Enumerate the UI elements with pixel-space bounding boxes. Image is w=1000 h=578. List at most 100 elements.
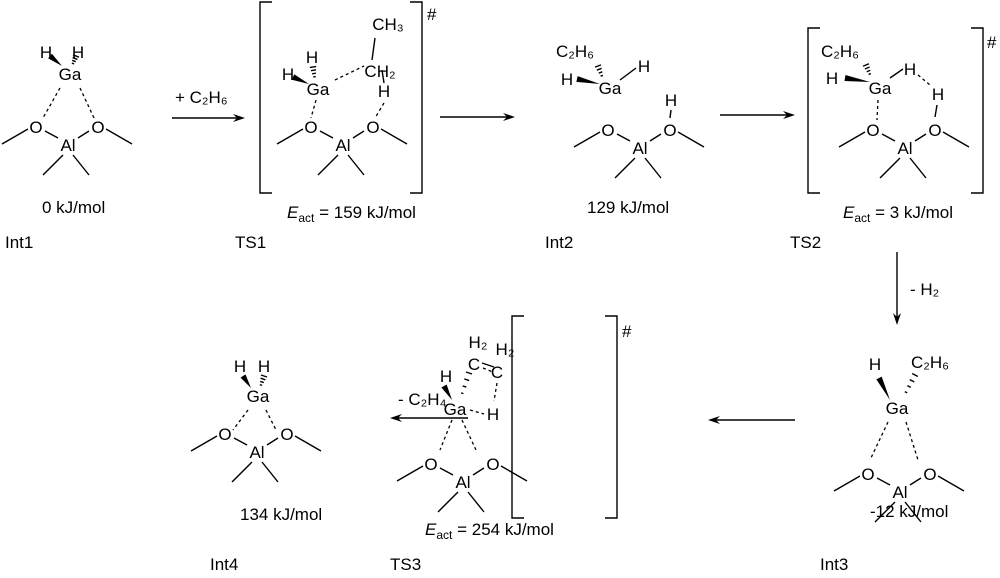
bond [482,367,494,373]
arrow-head [893,313,901,325]
transition-state-mark: # [622,322,632,341]
energy-label: 0 kJ/mol [42,198,105,217]
hydrogen-atom: H [378,82,390,101]
hydrogen-atom: H [869,355,881,374]
bond [72,154,90,176]
bond [874,501,896,523]
hydrogen-atom: H [904,60,916,79]
bond [396,465,424,482]
species-label: TS3 [390,555,421,574]
hash-bond [259,383,263,387]
bond [461,419,477,451]
hash-bond [904,391,908,394]
oxygen-atom: O [923,465,936,484]
oxygen-atom: O [280,425,293,444]
bond [616,133,631,142]
bond [77,130,90,139]
aluminum-atom: Al [335,136,350,155]
aluminum-atom: Al [892,483,907,502]
hydrogen-atom: H [665,91,677,110]
arrow-head [783,111,795,119]
arrow-label: - C₂H₄ [398,390,447,409]
bond [276,128,304,145]
bond [42,154,64,176]
bond [232,409,249,431]
hash-bond [864,66,870,70]
oxygen-atom: O [601,121,614,140]
aluminum-atom: Al [897,139,912,158]
bond [917,74,931,86]
bond [105,128,133,145]
oxygen-atom: O [218,425,231,444]
wedge-bond [576,76,600,84]
bond [905,421,919,461]
bond [261,461,279,483]
bond [909,477,922,486]
oxygen-atom: O [866,121,879,140]
hash-bond [866,69,871,73]
bond [42,87,61,119]
hash-bond [260,377,266,381]
hash-bond [594,64,602,68]
hash-bond [906,385,912,388]
aluminum-atom: Al [632,139,647,158]
hydrogen-atom: H [487,405,499,424]
bond [233,437,248,446]
oxygen-atom: O [304,118,317,137]
hydrogen-atom: H [234,357,246,376]
bond [380,128,408,145]
reaction-arrow [708,416,795,424]
hash-bond [868,72,872,76]
arrow-head [233,114,245,122]
bond [472,467,485,476]
bond [437,491,459,513]
oxygen-atom: O [928,121,941,140]
left-bracket [807,27,820,194]
bond [294,435,322,452]
bond [381,69,385,84]
reaction-arrow: - C₂H₄ [390,390,468,422]
bond [937,475,965,492]
hash-bond [600,74,604,77]
methylene-group: CH₂ [364,62,395,81]
hash-bond [460,392,464,395]
gallium-atom: Ga [307,80,330,99]
reaction-arrow: - H₂ [893,252,939,325]
bond [371,37,376,61]
hydrogen-pair: H₂ [469,333,488,352]
arrow-head [708,416,720,424]
hash-bond [309,65,317,69]
bond [439,419,453,451]
oxygen-atom: O [663,121,676,140]
bond [190,435,218,452]
left-bracket [259,1,272,194]
right-bracket [410,1,423,194]
bond [265,409,277,431]
gallium-atom: Ga [59,65,82,84]
bond [669,109,672,119]
bond [869,421,889,461]
arrow-label: + C₂H₆ [175,88,228,107]
hash-bond [596,67,602,71]
hydrogen-atom: H [72,43,84,62]
bond [481,362,495,368]
bond [889,68,904,79]
hydrogen-atom: H [561,70,573,89]
hydrogen-atom: H [932,85,944,104]
hash-bond [72,56,78,61]
hydrogen-atom: H [826,69,838,88]
right-bracket [971,27,984,194]
right-bracket [605,315,618,519]
bond [469,409,485,415]
hash-bond [911,372,919,378]
wedge-bond [876,376,890,400]
species-label: Int2 [545,233,573,252]
wedge-bond [844,75,870,82]
gallium-atom: Ga [599,79,622,98]
